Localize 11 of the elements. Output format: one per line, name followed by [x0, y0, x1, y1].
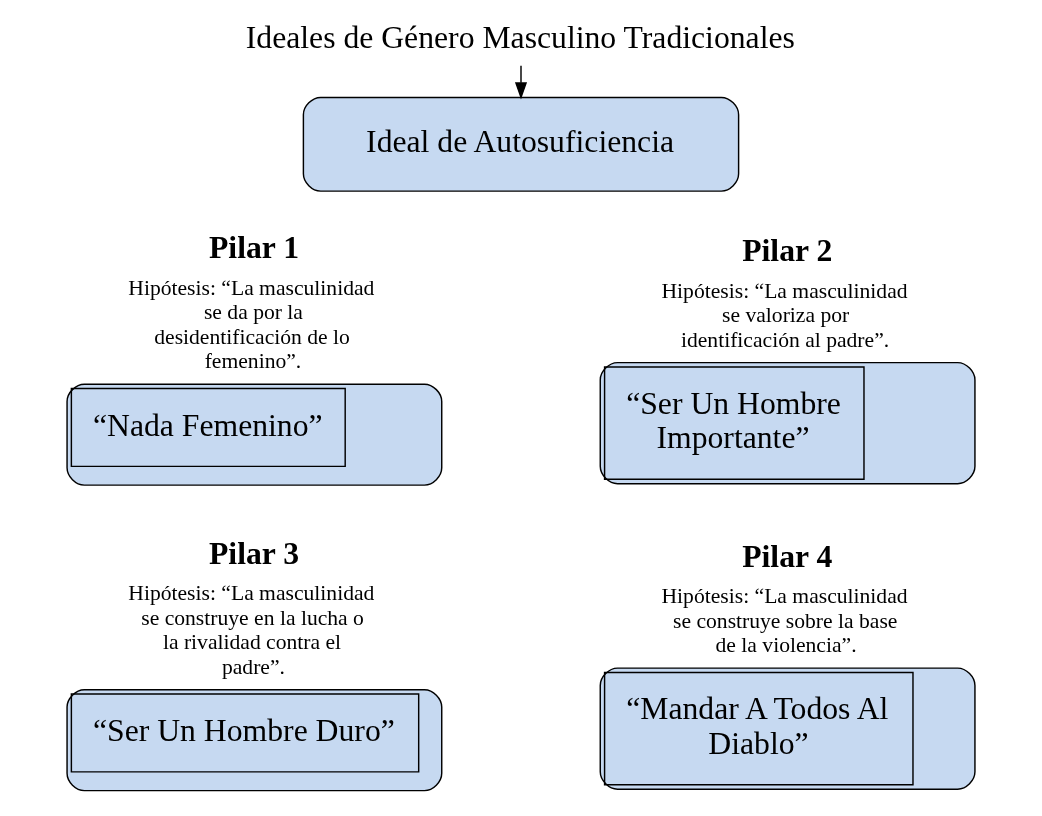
node-label: Hipótesis: “La masculinidad se da por la desidentificación de lo femenino”.: [128, 275, 375, 374]
node-box: Ideal de Autosuficiencia: [302, 96, 740, 192]
node-label: Pilar 4: [742, 538, 833, 574]
node-label: Hipótesis: “La masculinidad se valoriza por identificación al padre”.: [661, 278, 908, 352]
arrow: [514, 65, 528, 100]
node-label: Pilar 3: [209, 535, 300, 571]
node-label: Hipótesis: “La masculinidad se construye sobre la base de la violencia”.: [661, 584, 908, 658]
node-text: Ideales de Género Masculino Tradicionales: [245, 19, 795, 55]
node-label: Hipótesis: “La masculinidad se construye en la lucha o la rivalidad contra el padre”.: [128, 581, 375, 679]
node-label: Pilar 1: [209, 230, 300, 266]
node-label: Pilar 2: [742, 233, 833, 269]
